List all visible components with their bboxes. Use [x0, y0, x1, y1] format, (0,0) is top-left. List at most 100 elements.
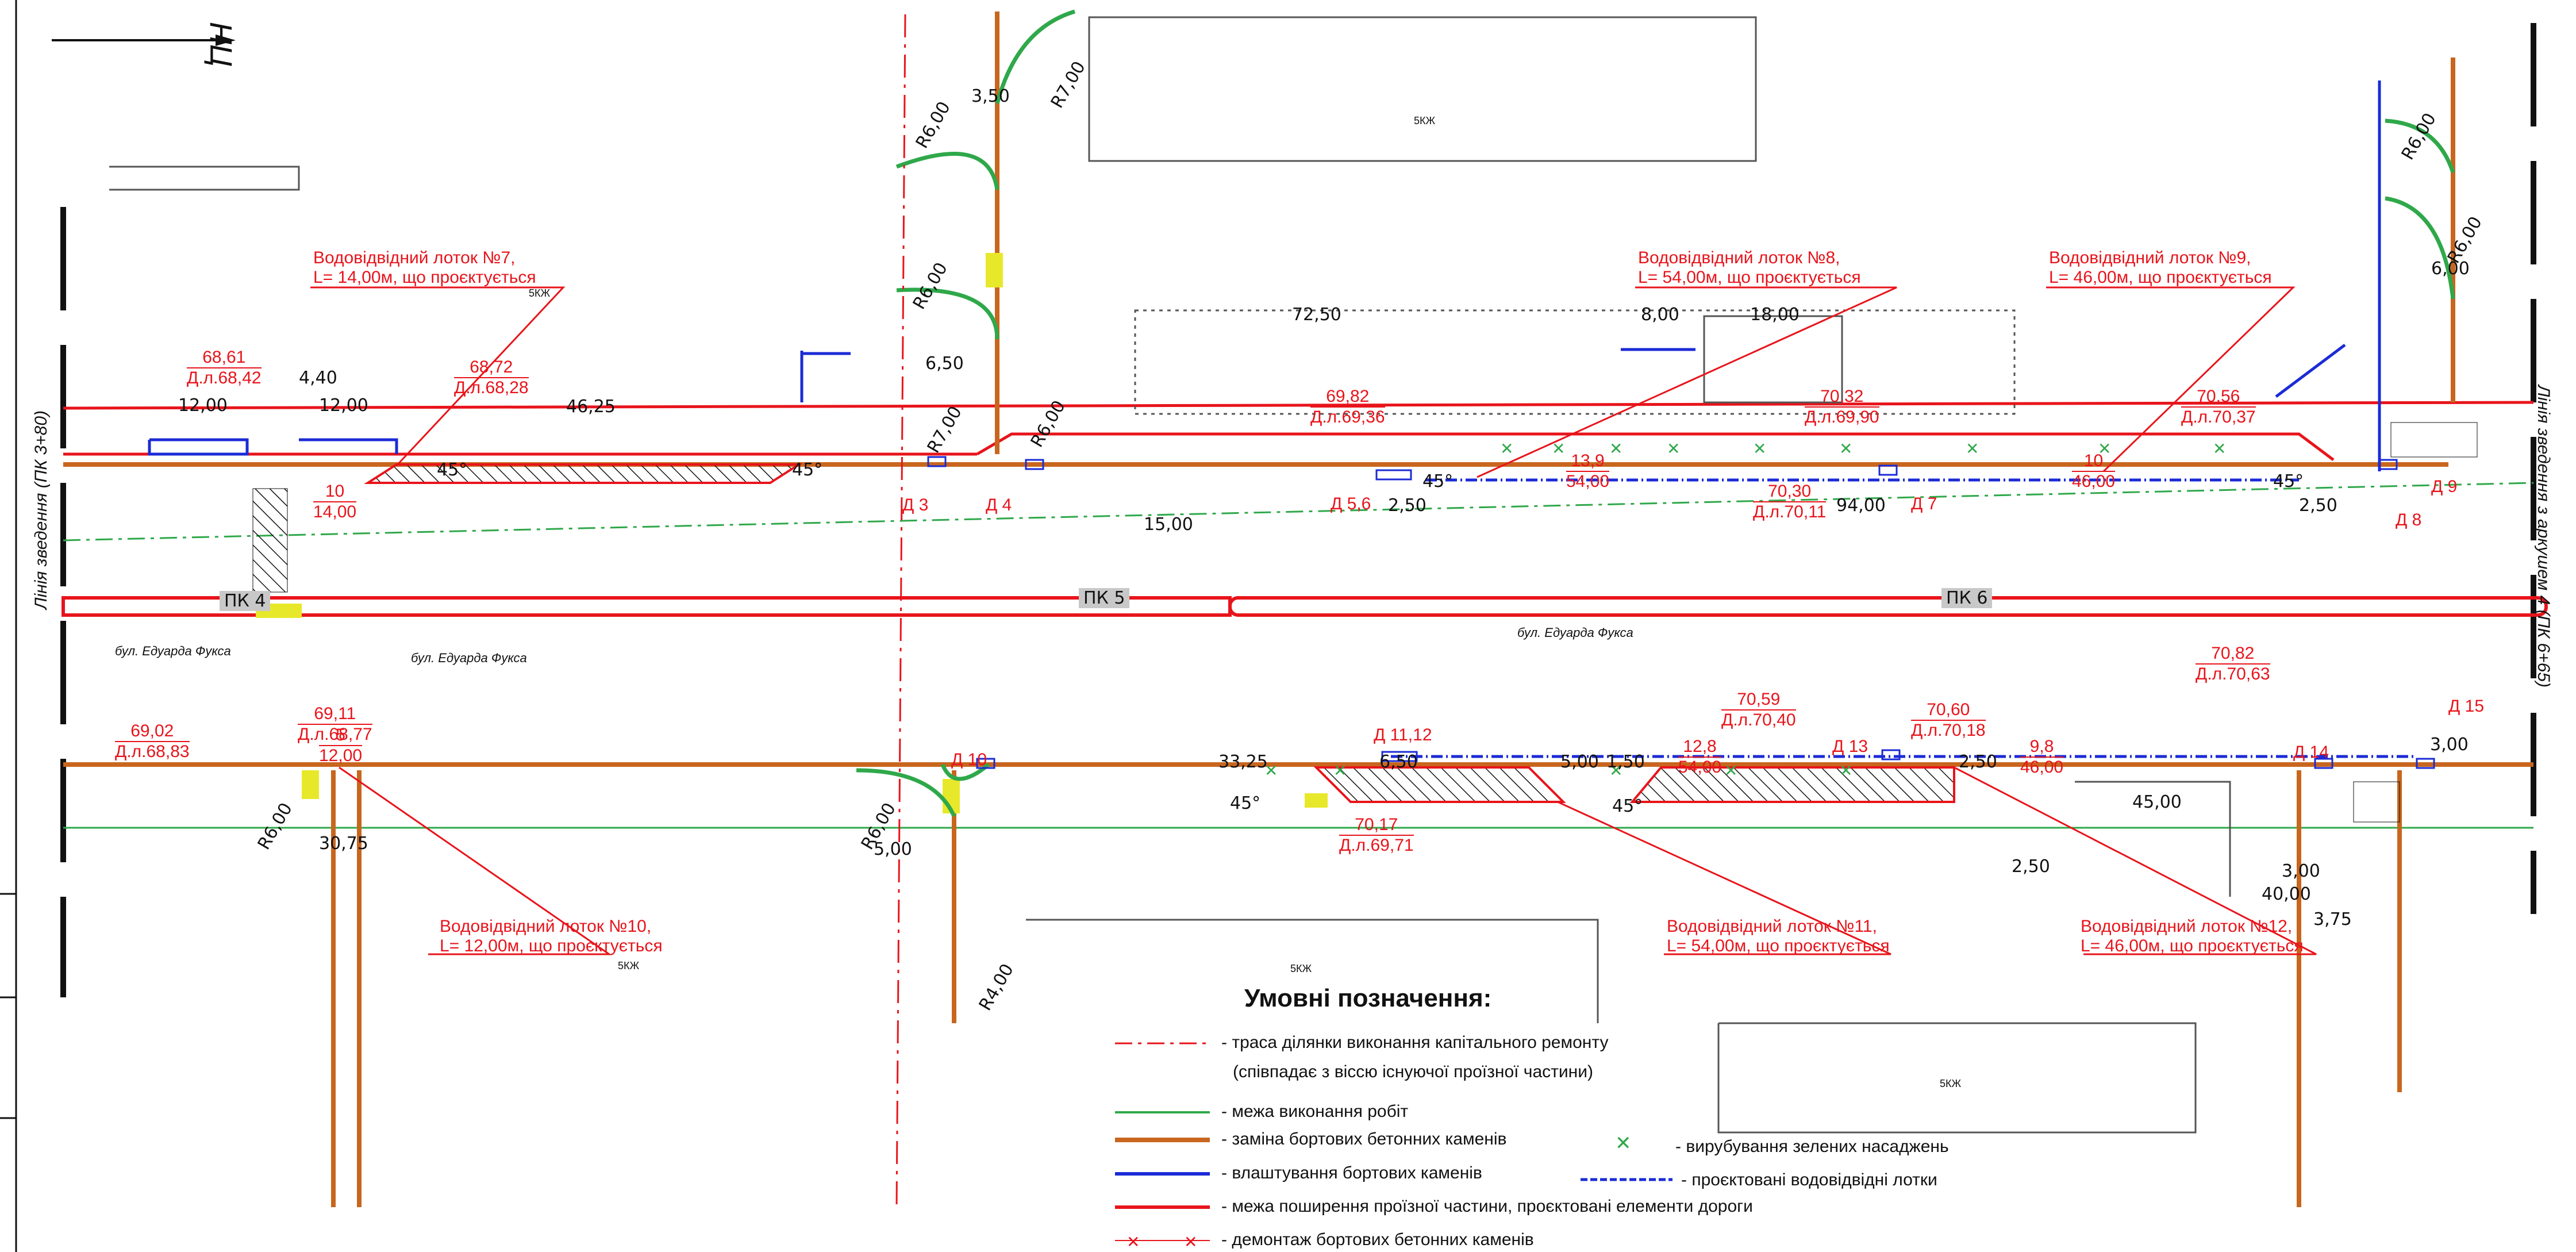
crosswalks — [252, 422, 2478, 823]
legend-item: - межа поширення проїзної частини, проєк… — [1221, 1197, 1753, 1216]
legend-item: - траса ділянки виконання капітального р… — [1221, 1033, 1609, 1052]
legend-item: - заміна бортових бетонних каменів — [1221, 1130, 1507, 1149]
svg-text:✕: ✕ — [1609, 439, 1623, 458]
dimension: 3,00 — [2282, 861, 2320, 881]
dimension: 30,75 — [319, 834, 368, 854]
legend-item: - межа виконання робіт — [1221, 1102, 1409, 1121]
tree-removal-marks: ✕✕✕ ✕✕✕ ✕✕✕ ✕✕✕ ✕✕ — [1264, 439, 2226, 780]
drain-label: Д 10 — [951, 750, 987, 769]
dimension: 2,50 — [1388, 496, 1427, 516]
angle-label: 45° — [437, 460, 468, 480]
picket-6: ПК 6 — [1941, 588, 1993, 608]
drain-label: Д 13 — [1832, 737, 1868, 756]
buildings — [109, 16, 2231, 1134]
note-channel-10: Водовідвідний лоток №10,L= 12,00м, що пр… — [440, 917, 663, 955]
zone-label-1: 5КЖ — [529, 287, 551, 299]
road-axis — [61, 596, 2548, 617]
dimension: 2,50 — [2299, 496, 2337, 516]
svg-text:✕: ✕ — [1552, 439, 1565, 458]
drain-label: Д 9 — [2431, 477, 2458, 496]
widened-areas — [364, 463, 1955, 803]
note-channel-12: Водовідвідний лоток №12,L= 46,00м, що пр… — [2081, 917, 2304, 955]
legend-item: - демонтаж бортових бетонних каменів — [1221, 1230, 1534, 1249]
zone-label-4: 5КЖ — [1290, 963, 1312, 974]
svg-text:✕: ✕ — [1839, 439, 1852, 458]
svg-text:✕: ✕ — [1724, 761, 1737, 780]
left-side-label: Лінія зведення (ПК 3+80) — [32, 410, 51, 609]
dimension: 8,00 — [1641, 305, 1679, 325]
dimension: 6,50 — [1379, 752, 1418, 772]
drain-label: Д 15 — [2448, 697, 2485, 716]
legend-item: - проєктовані водовідвідні лотки — [1681, 1170, 1937, 1189]
dimension: 40,00 — [2262, 884, 2311, 904]
dimension: 3,75 — [2313, 909, 2352, 930]
angle-label: 45° — [1612, 796, 1643, 816]
dimension: 4,40 — [299, 368, 337, 388]
leader-lines — [310, 14, 2317, 1208]
angle-label: 45° — [792, 460, 823, 480]
dimension: 2,50 — [1959, 752, 1997, 772]
north-arrow-icon — [52, 34, 236, 46]
drain-label: Д 5,6 — [1331, 494, 1371, 513]
drain-label: Д 7 — [1911, 494, 1937, 513]
zone-label-3: 5КЖ — [618, 960, 640, 971]
zone-label-2: 5КЖ — [1414, 115, 1436, 126]
dimension: 72,50 — [1292, 305, 1341, 325]
street-name-2: бул. Едуарда Фукса — [411, 651, 527, 665]
note-channel-11: Водовідвідний лоток №11,L= 54,00м, що пр… — [1667, 917, 1890, 955]
street-name-3: бул. Едуарда Фукса — [1517, 625, 1633, 640]
legend-item: (співпадає з віссю існуючої проїзної час… — [1233, 1062, 1593, 1081]
legend-title: Умовні позначення: — [1244, 984, 1492, 1012]
note-channel-8: Водовідвідний лоток №8,L= 54,00м, що про… — [1638, 248, 1861, 287]
dimension: 2,50 — [2012, 857, 2050, 877]
svg-text:✕: ✕ — [1966, 439, 1979, 458]
legend-samples: ✕ ✕ ✕ — [1115, 1042, 1673, 1251]
dimension: 6,50 — [925, 354, 964, 374]
dimension: 6,00 — [2431, 259, 2470, 279]
dimension: 15,00 — [1144, 514, 1193, 535]
dimension: 46,25 — [566, 397, 616, 417]
work-boundary — [63, 482, 2534, 829]
kerb-replacement — [63, 11, 2533, 1207]
svg-text:✕: ✕ — [2098, 439, 2111, 458]
svg-text:✕: ✕ — [1500, 439, 1513, 458]
svg-text:✕: ✕ — [1184, 1232, 1197, 1251]
angle-label: 45° — [2273, 471, 2304, 491]
angle-label: 45° — [1422, 471, 1454, 491]
dimension: 18,00 — [1750, 305, 1800, 325]
svg-text:✕: ✕ — [1839, 761, 1852, 780]
right-side-label: Лінія зведення з аркушем 4 (ПК 6+65) — [2534, 385, 2553, 688]
dimension: 3,50 — [971, 86, 1010, 106]
legend-item: - вирубування зелених насаджень — [1675, 1137, 1949, 1156]
svg-text:✕: ✕ — [1264, 761, 1278, 780]
zone-label-5: 5КЖ — [1940, 1078, 1962, 1089]
picket-4: ПК 4 — [220, 591, 271, 611]
svg-text:✕: ✕ — [1333, 761, 1347, 780]
dimension: 94,00 — [1836, 496, 1886, 516]
dimension: 1,50 — [1606, 752, 1645, 772]
note-channel-7: Водовідвідний лоток №7,L= 14,00м, що про… — [313, 248, 536, 287]
drain-label: Д 4 — [986, 496, 1012, 514]
dimension: 12,00 — [319, 395, 368, 416]
svg-text:✕: ✕ — [1609, 761, 1623, 780]
svg-text:✕: ✕ — [2213, 439, 2226, 458]
svg-text:✕: ✕ — [1667, 439, 1680, 458]
street-name-1: бул. Едуарда Фукса — [115, 644, 231, 658]
note-channel-9: Водовідвідний лоток №9,L= 46,00м, що про… — [2049, 248, 2272, 287]
